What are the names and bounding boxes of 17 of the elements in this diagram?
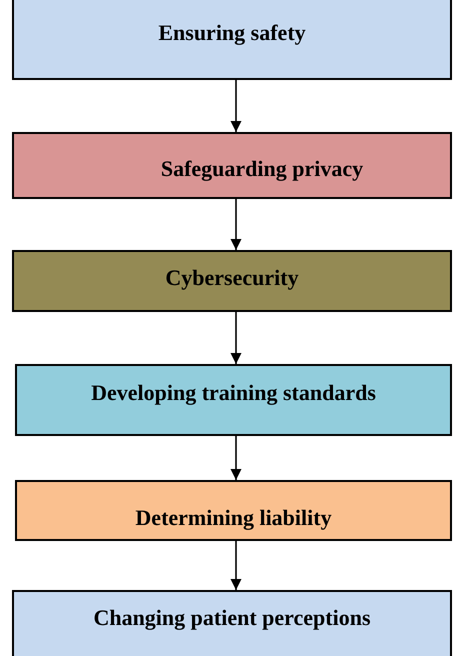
box-label: Cybersecurity	[165, 265, 299, 291]
process-box	[12, 590, 452, 656]
box-label: Determining liability	[135, 505, 332, 531]
process-box	[12, 132, 452, 199]
arrow	[230, 80, 242, 132]
process-box	[15, 480, 452, 541]
arrow	[230, 312, 242, 364]
box-label: Developing training standards	[91, 380, 376, 406]
process-box	[12, 250, 452, 312]
arrow	[230, 199, 242, 250]
box-label: Safeguarding privacy	[160, 156, 364, 182]
arrow	[230, 436, 242, 480]
box-label: Changing patient perceptions	[93, 605, 371, 631]
process-box	[12, 0, 452, 80]
box-label: Ensuring safety	[158, 20, 306, 46]
process-box	[15, 364, 452, 436]
arrow	[230, 541, 242, 590]
